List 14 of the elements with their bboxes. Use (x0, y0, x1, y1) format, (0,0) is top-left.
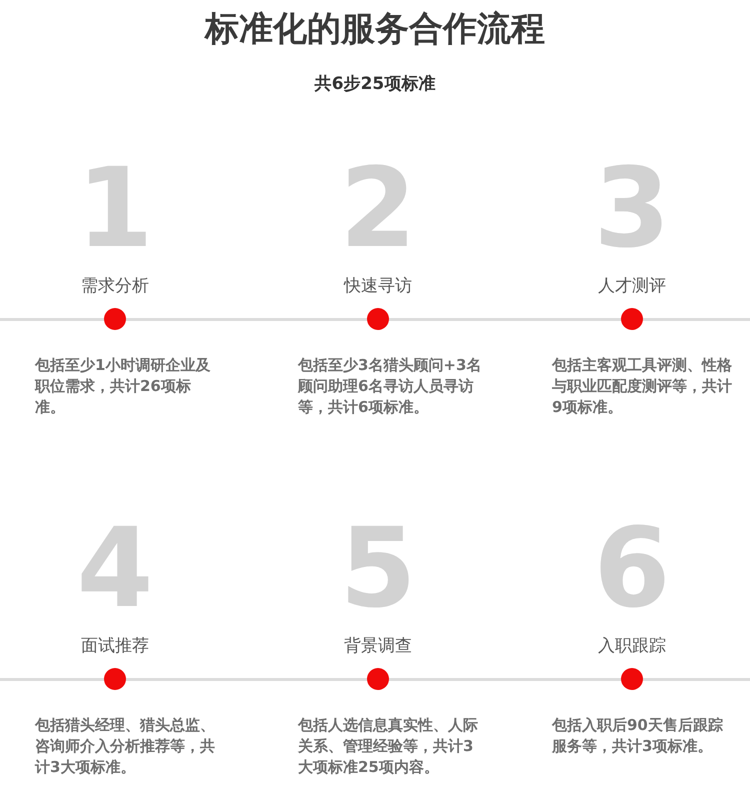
node-label: 入职跟踪 (598, 636, 666, 656)
node-label: 背景调查 (344, 636, 412, 656)
node-label: 人才测评 (598, 276, 666, 296)
node-label: 需求分析 (81, 276, 149, 296)
step-description: 包括至少3名猎头顾问+3名顾问助理6名寻访人员寻访等，共计6项标准。 (298, 355, 482, 418)
node-label: 面试推荐 (81, 636, 149, 656)
step-description: 包括人选信息真实性、人际关系、管理经验等，共计3大项标准25项内容。 (298, 715, 479, 778)
subtitle: 共6步25项标准 (314, 73, 436, 95)
step-description: 包括至少1小时调研企业及职位需求，共计26项标准。 (35, 355, 212, 418)
step-description: 包括入职后90天售后跟踪服务等，共计3项标准。 (552, 715, 724, 757)
step-description: 包括主客观工具评测、性格与职业匹配度测评等，共计9项标准。 (552, 355, 733, 418)
title: 标准化的服务合作流程 (203, 8, 546, 51)
node-label: 快速寻访 (344, 276, 412, 296)
step-description: 包括猎头经理、猎头总监、咨询师介入分析推荐等，共计3大项标准。 (35, 715, 216, 778)
